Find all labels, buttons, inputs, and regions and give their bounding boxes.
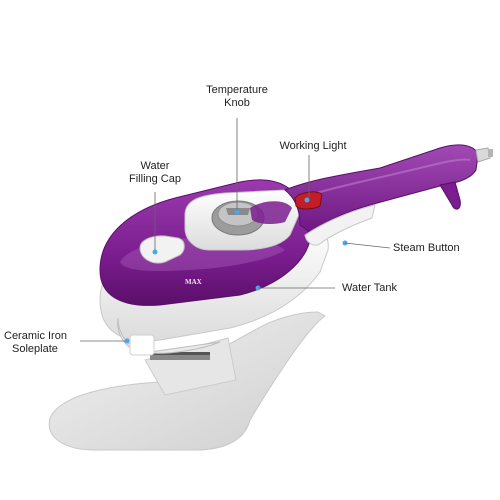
soleplate-dot bbox=[124, 338, 130, 344]
working-light bbox=[294, 191, 323, 210]
label-ceramic-soleplate: Ceramic Iron Soleplate bbox=[4, 330, 88, 356]
label-temperature-knob-line1: Temperature bbox=[206, 84, 268, 96]
knob-indicator-dot bbox=[234, 209, 240, 215]
label-water-filling-cap-line1: Water bbox=[140, 160, 170, 172]
handle bbox=[284, 144, 493, 233]
label-ceramic-soleplate-line1: Ceramic Iron bbox=[4, 330, 67, 342]
steam-button[interactable] bbox=[304, 204, 376, 246]
label-water-tank: Water Tank bbox=[342, 282, 432, 295]
label-working-light-text: Working Light bbox=[279, 140, 347, 152]
label-temperature-knob-line2: Knob bbox=[224, 97, 250, 109]
label-temperature-knob: Temperature Knob bbox=[190, 84, 284, 110]
label-water-filling-cap-line2: Filling Cap bbox=[129, 173, 181, 185]
ceramic-soleplate bbox=[117, 317, 221, 354]
label-steam-button-text: Steam Button bbox=[393, 242, 460, 254]
label-ceramic-soleplate-line2: Soleplate bbox=[12, 343, 58, 355]
label-steam-button: Steam Button bbox=[393, 242, 493, 255]
temperature-knob[interactable] bbox=[211, 200, 265, 236]
leader-steam-button bbox=[344, 242, 391, 249]
label-water-tank-text: Water Tank bbox=[342, 282, 398, 294]
label-water-filling-cap: Water Filling Cap bbox=[115, 160, 195, 186]
leader-lines bbox=[80, 118, 391, 342]
stand-base bbox=[48, 311, 326, 451]
brush-bristles bbox=[150, 352, 210, 360]
label-working-light: Working Light bbox=[268, 140, 358, 153]
water-filling-cap[interactable] bbox=[139, 235, 185, 264]
max-marking: MAX bbox=[185, 278, 202, 286]
